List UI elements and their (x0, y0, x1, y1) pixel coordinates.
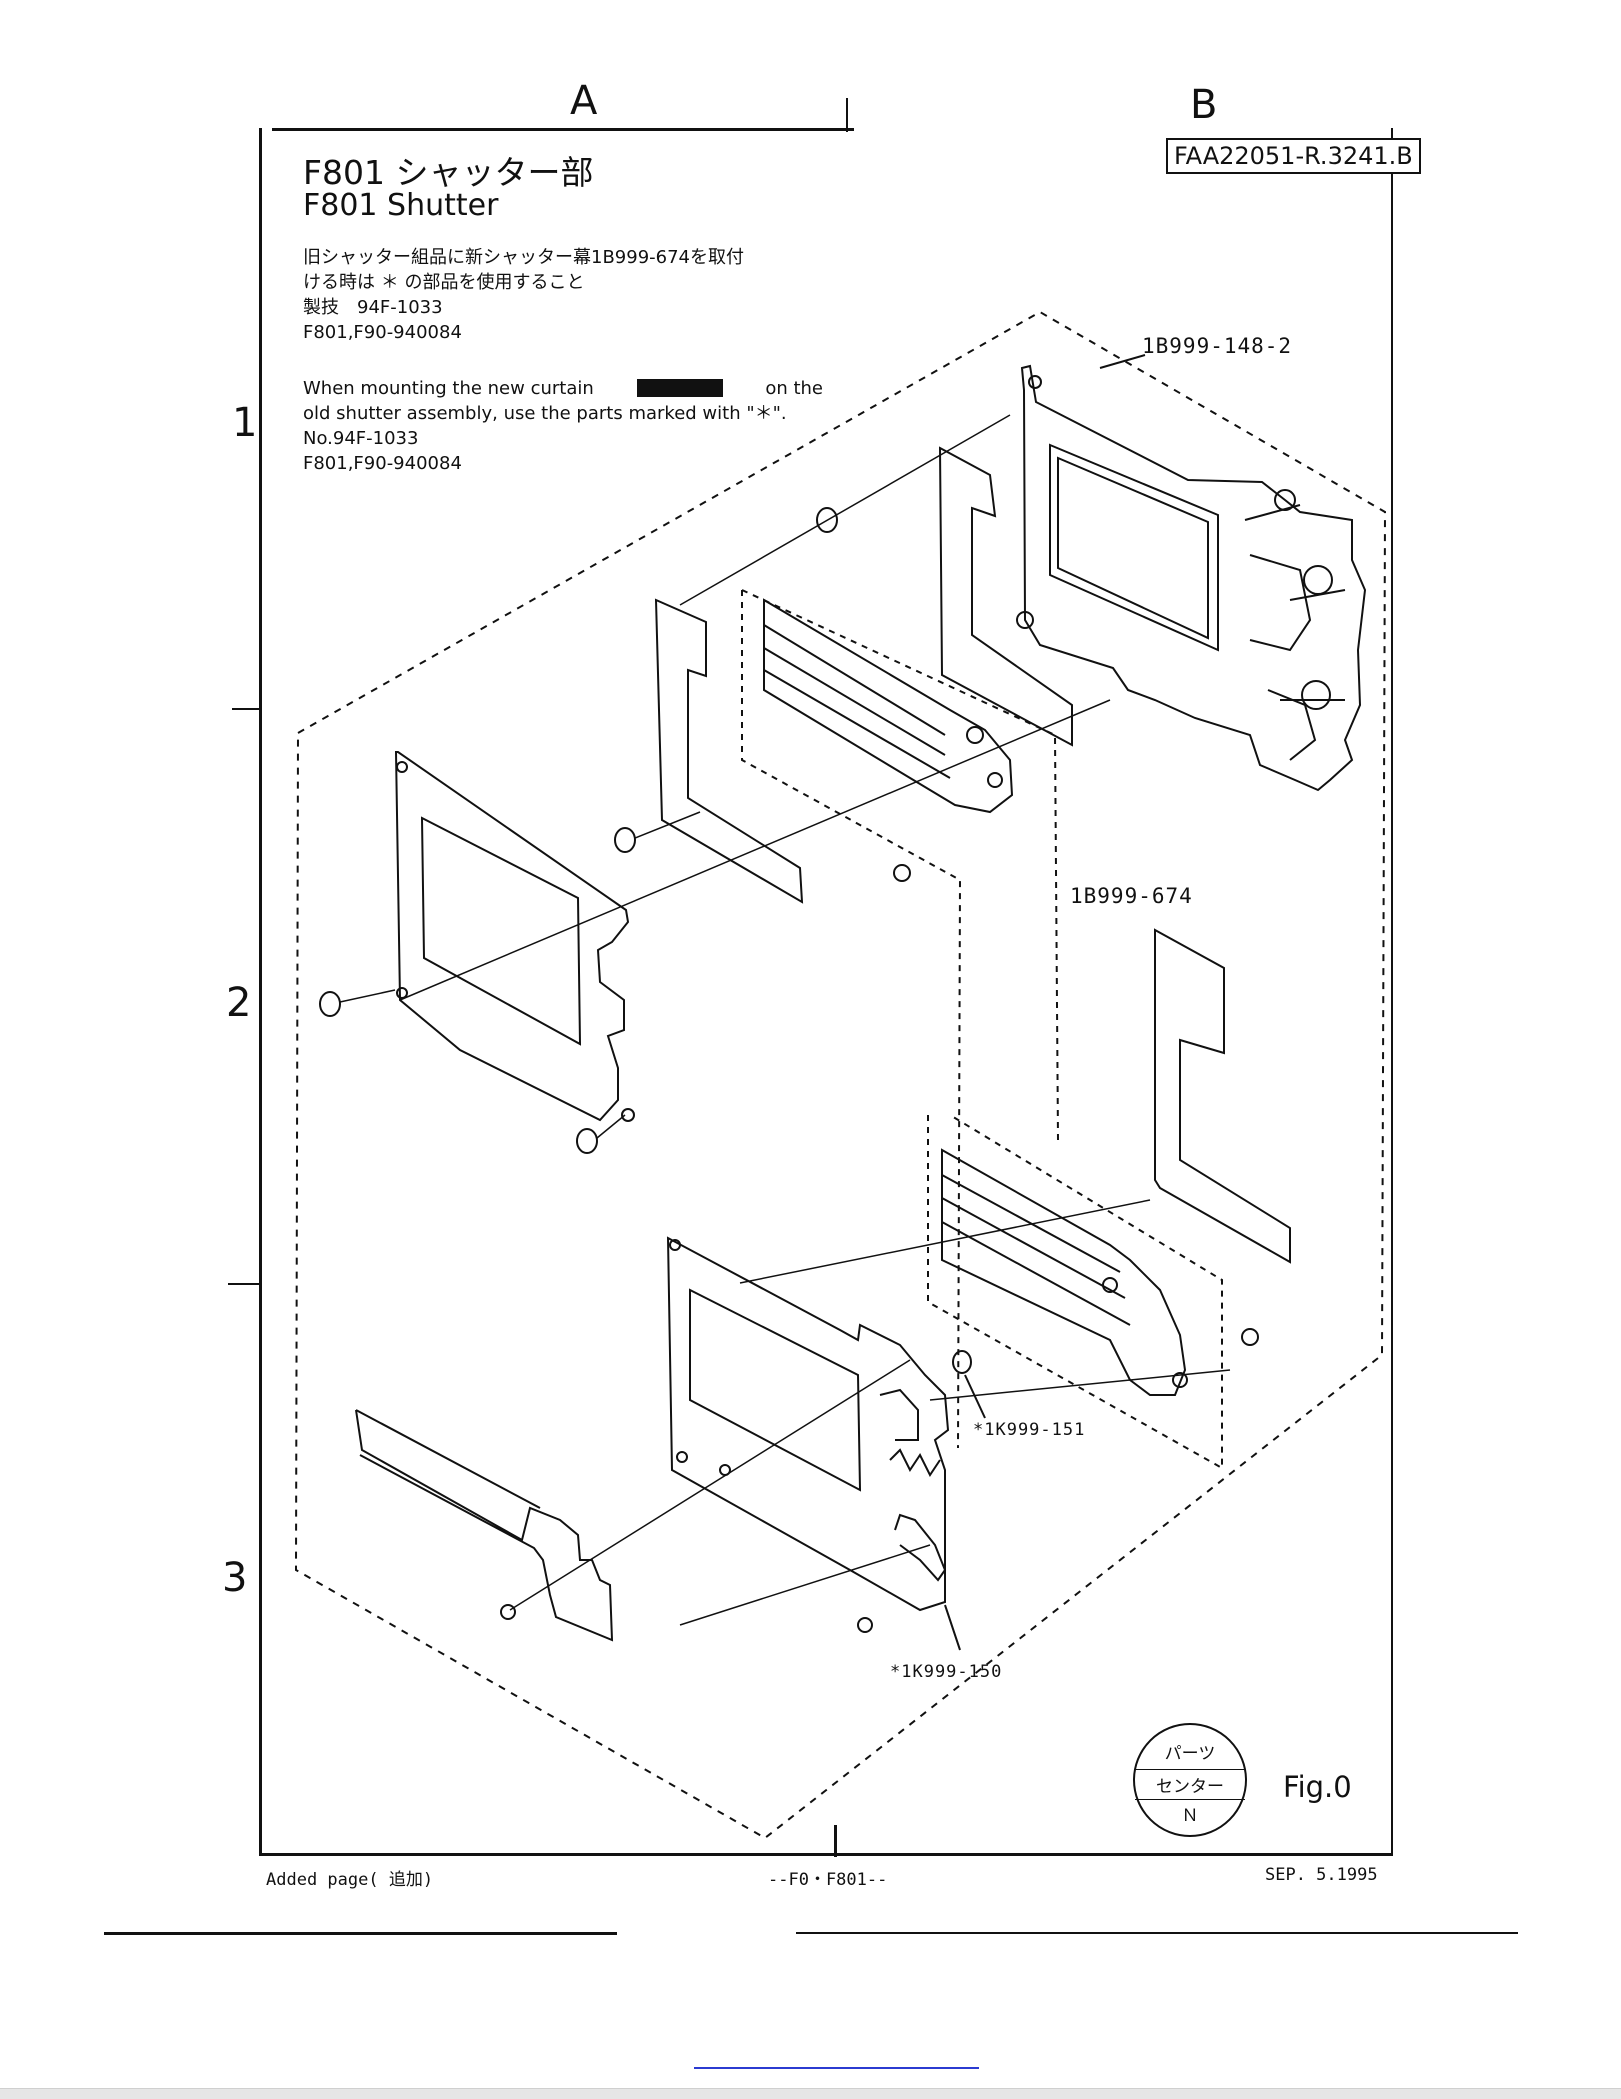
row-label-3: 3 (222, 1555, 248, 1601)
stamp-line-2: センター (1135, 1769, 1245, 1800)
frame-top-edge (272, 128, 854, 131)
leader-1k999-150 (944, 1604, 961, 1651)
upper-mask-plate-rear (938, 446, 1073, 747)
assembly-outline (294, 310, 1387, 1840)
screw-lower-left (500, 1604, 516, 1620)
upper-shutter-blades (763, 598, 1014, 814)
lower-shutter-blades (941, 1148, 1188, 1396)
curtain-group-outline-lower (927, 1114, 1223, 1470)
title-japanese: F801 シャッター部 (303, 153, 594, 192)
stamp-line-1: パーツ (1164, 1744, 1216, 1764)
washer-upper-2 (614, 827, 636, 853)
footer-page-id: --F0・F801-- (768, 1870, 888, 1890)
figure-label: Fig.0 (1283, 1770, 1352, 1804)
upper-l-plate (654, 598, 804, 904)
bottom-rule-left (104, 1932, 617, 1935)
screw-lower-center (857, 1617, 873, 1633)
lower-l-plate (1154, 928, 1291, 1264)
row-label-1: 1 (232, 400, 258, 446)
footer-added-page: Added page( 追加) (266, 1870, 434, 1890)
grid-tick-top (846, 98, 848, 132)
document-code: FAA22051-R.3241.B (1166, 138, 1421, 174)
shutter-unit-part (1016, 364, 1367, 792)
part-label-curtain: 1B999-674 (1070, 884, 1193, 908)
curtain-group-outline-upper (741, 589, 1059, 1449)
part-label-plate: *1K999-150 (890, 1662, 1003, 1682)
note-en-line-1-text: When mounting the new curtain (303, 378, 594, 399)
grid-tick-bottom (834, 1825, 837, 1857)
note-en-line-2: old shutter assembly, use the parts mark… (303, 403, 787, 424)
washer-lower-1k999-151 (952, 1350, 972, 1374)
note-en-line-4: F801,F90-940084 (303, 453, 462, 474)
assembly-axis-lines (339, 414, 1231, 1626)
leader-1k999-151 (964, 1374, 986, 1419)
note-en-line-1: When mounting the new curtain on the (303, 376, 823, 401)
grid-tick-left-2 (228, 1283, 262, 1285)
row-label-2: 2 (226, 980, 252, 1026)
title-english: F801 Shutter (303, 188, 499, 223)
bottom-scrollbar-strip[interactable] (0, 2088, 1621, 2099)
lower-bar-plate (355, 1409, 614, 1642)
note-jp-line-3: 製技 94F-1033 (303, 297, 443, 318)
part-label-washer: *1K999-151 (973, 1420, 1086, 1440)
footer-date: SEP. 5.1995 (1265, 1865, 1378, 1885)
bottom-rule-right (796, 1932, 1518, 1934)
screw-lower-right (1241, 1328, 1259, 1346)
note-en-line-1-tail: on the (765, 378, 823, 399)
part-label-shutter-unit: 1B999-148-2 (1142, 334, 1293, 358)
note-english: When mounting the new curtain on the old… (303, 376, 823, 476)
drawing-frame (259, 128, 1393, 1856)
column-label-b: B (1190, 82, 1218, 128)
note-jp-line-4: F801,F90-940084 (303, 322, 462, 343)
stamp-line-3: Ｎ (1181, 1806, 1199, 1826)
leader-1b999-148-2 (1099, 354, 1146, 369)
redacted-part-number (636, 379, 723, 397)
lower-main-plate (666, 1236, 950, 1612)
note-jp-line-2: ける時は ＊ の部品を使用すること (303, 272, 585, 293)
page-link-underline[interactable] (694, 2067, 979, 2069)
screw-upper (893, 864, 911, 882)
note-en-line-3: No.94F-1033 (303, 428, 419, 449)
column-label-a: A (570, 78, 598, 124)
washer-upper-1 (816, 507, 838, 533)
note-japanese: 旧シャッター組品に新シャッター幕1B999-674を取付 ける時は ＊ の部品を… (303, 245, 744, 345)
washer-upper-3 (319, 991, 341, 1017)
note-jp-line-1: 旧シャッター組品に新シャッター幕1B999-674を取付 (303, 247, 745, 268)
parts-center-stamp: パーツ センター Ｎ (1133, 1723, 1247, 1837)
upper-front-mask-plate (394, 751, 635, 1122)
grid-tick-left-1 (232, 708, 262, 710)
washer-upper-4 (576, 1128, 598, 1154)
